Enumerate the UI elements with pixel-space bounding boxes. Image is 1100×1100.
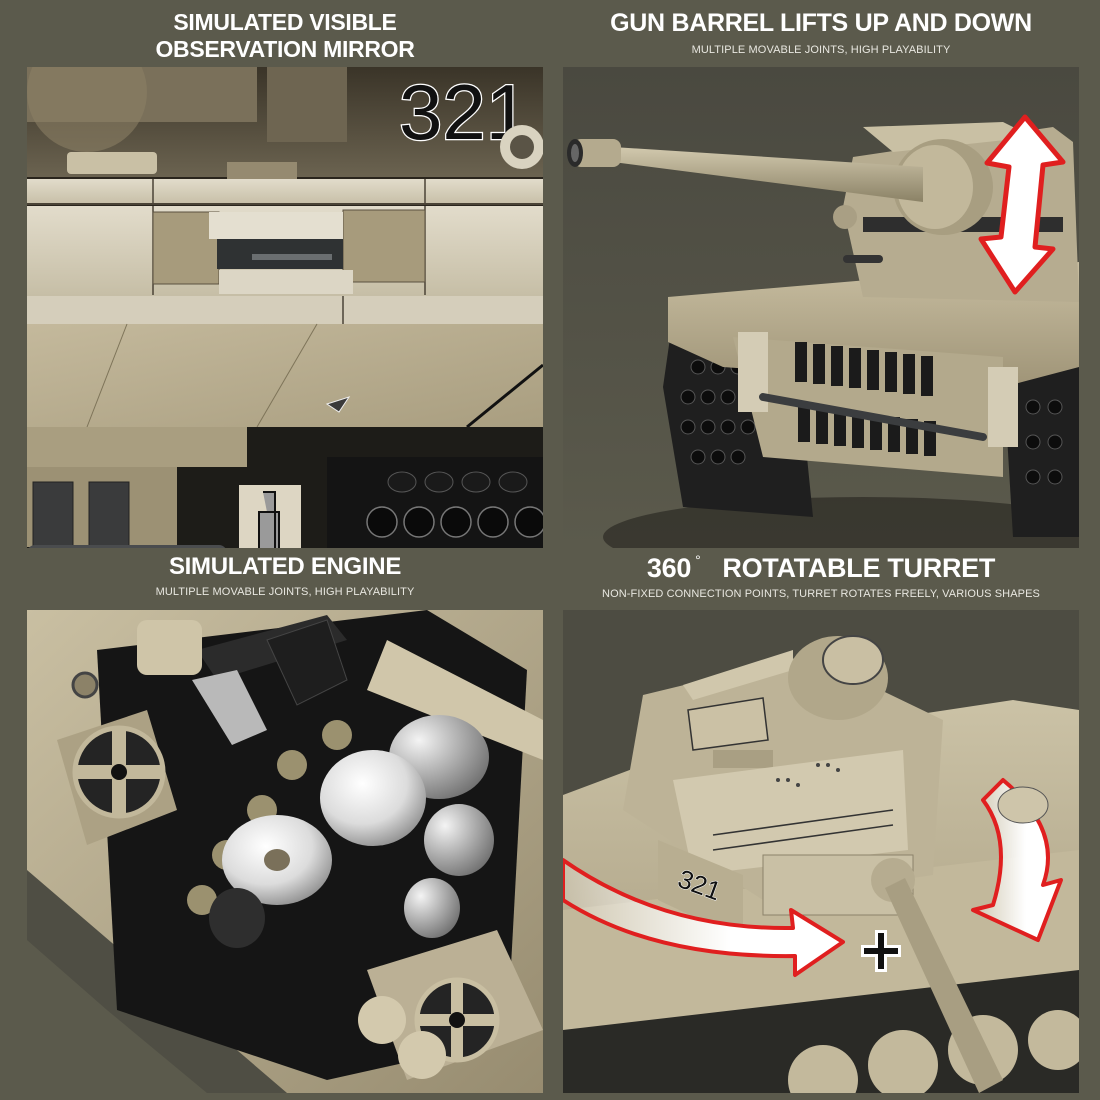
heading-observation-mirror: SIMULATED VISIBLE OBSERVATION MIRROR — [27, 9, 543, 63]
subheading-simulated-engine: MULTIPLE MOVABLE JOINTS, HIGH PLAYABILIT… — [155, 586, 415, 598]
tank-hull-closeup-illustration: 321 — [27, 67, 543, 548]
heading-line-2: OBSERVATION MIRROR — [155, 36, 415, 62]
panel-gun-barrel-image — [563, 67, 1079, 548]
heading-gun-barrel: GUN BARREL LIFTS UP AND DOWN — [610, 9, 1032, 37]
double-arrow-up-down-icon — [978, 114, 1066, 295]
heading-text: ROTATABLE TURRET — [722, 553, 996, 583]
engine-compartment-illustration — [27, 610, 543, 1093]
panel-rotatable-turret-image: 321 — [563, 610, 1079, 1093]
subheading-gun-barrel: MULTIPLE MOVABLE JOINTS, HIGH PLAYABILIT… — [691, 44, 951, 56]
heading-rotatable-turret: 360° ROTATABLE TURRET — [563, 553, 1079, 582]
rotation-arrow-left-icon — [563, 858, 845, 977]
gun-barrel — [613, 147, 923, 202]
subheading-rotatable-turret: NON-FIXED CONNECTION POINTS, TURRET ROTA… — [602, 588, 1040, 600]
heading-line-1: SIMULATED VISIBLE — [173, 9, 397, 35]
fan-wheel-icon — [57, 710, 177, 845]
heading-number: 360 — [646, 553, 692, 583]
cross-insignia-icon — [861, 930, 901, 972]
heading-simulated-engine: SIMULATED ENGINE — [168, 553, 402, 580]
degree-symbol: ° — [695, 552, 701, 568]
panel-observation-mirror-image: 321 — [27, 67, 543, 548]
tank-turret-rotation-illustration: 321 — [563, 610, 1079, 1093]
gun-barrel — [885, 878, 1003, 1093]
panel-simulated-engine-image — [27, 610, 543, 1093]
tank-gun-elevation-illustration — [563, 67, 1079, 548]
